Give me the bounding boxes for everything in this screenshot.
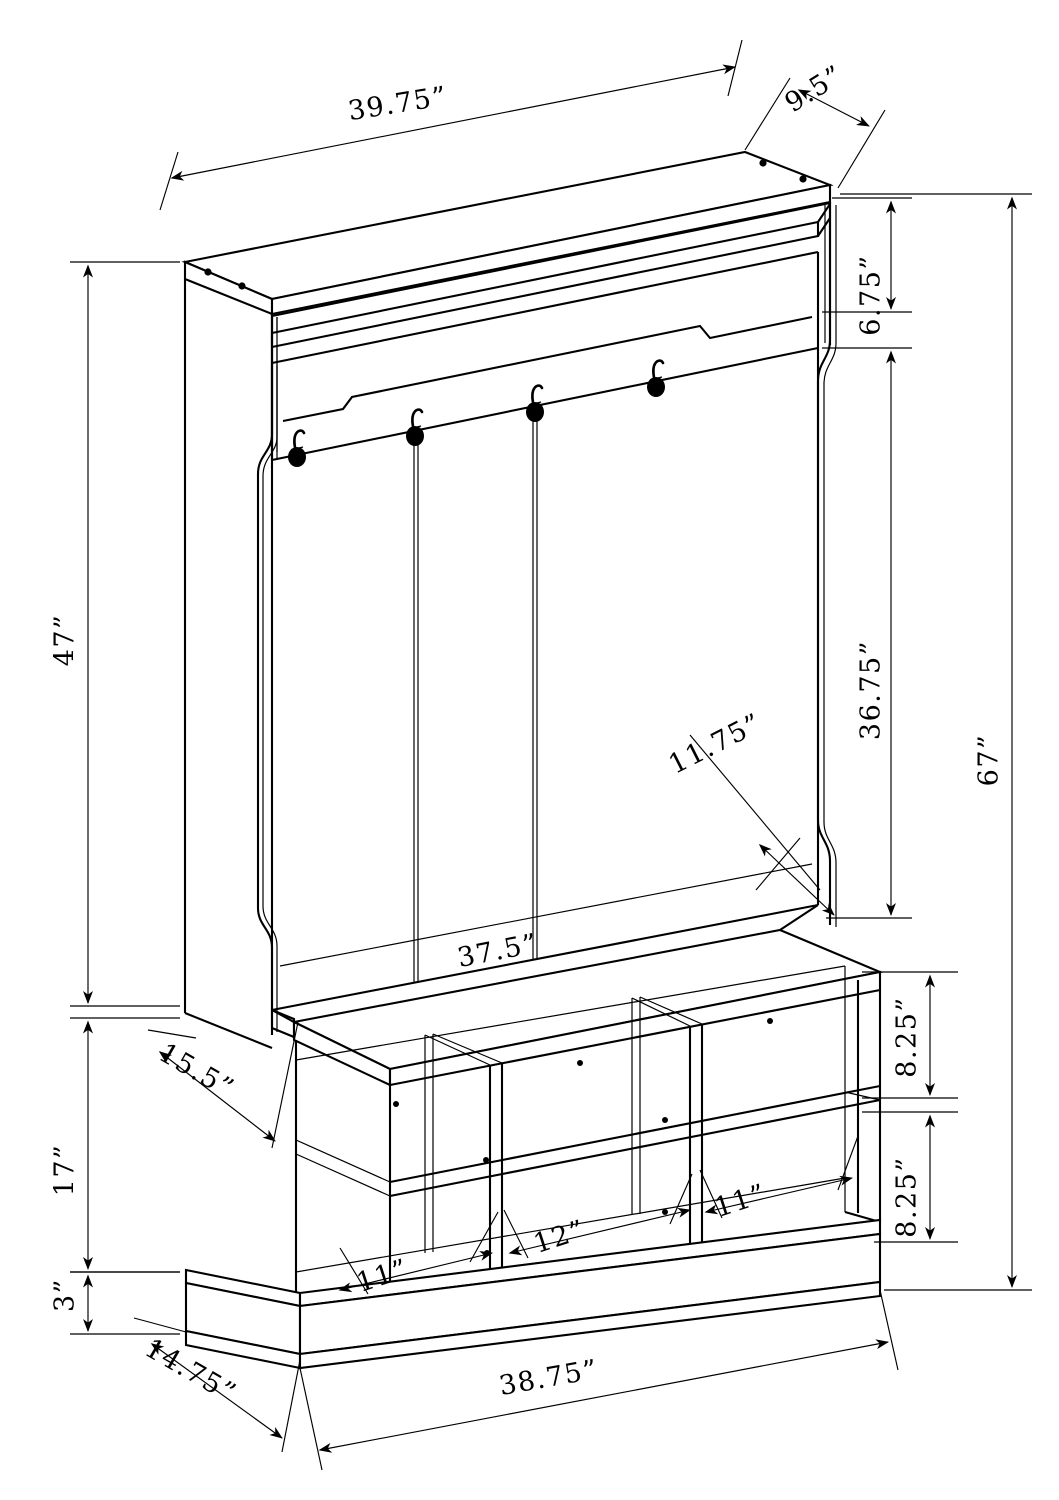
dimension-label-cubby-right: 11”: [711, 1178, 771, 1224]
screw-dot: [759, 159, 767, 167]
screw-dot: [767, 1018, 773, 1024]
dim-cubby-left-width: [338, 1211, 499, 1295]
dimension-label-upper-height: 36.75”: [856, 640, 887, 740]
bench-seat: [271, 904, 884, 1087]
dim-top-shelf-width: [159, 39, 743, 211]
dim-cubby-upper-height: [862, 971, 958, 1099]
screw-dot: [393, 1101, 399, 1107]
screw-dot: [204, 268, 212, 276]
coat-hook-2: [406, 408, 424, 446]
dimension-label-base-width: 38.75”: [497, 1354, 601, 1402]
dim-shelf-gap: [822, 197, 912, 313]
dimension-label-top-width: 39.75”: [346, 81, 450, 127]
dimension-label-seat-overhang: 11.75”: [664, 708, 767, 781]
furniture-body: [181, 150, 884, 1370]
dimension-label-bench-depth: 15.5”: [153, 1037, 239, 1105]
dim-top-shelf-depth: [744, 77, 886, 189]
screw-dot: [577, 1060, 583, 1066]
dimension-label-overall-height: 67”: [974, 734, 1005, 787]
dimension-label-bench-height: 17”: [50, 1144, 81, 1197]
dim-cubby-lower-height: [862, 1111, 958, 1243]
dim-cubby-center-width: [503, 1173, 693, 1259]
screw-dot: [662, 1209, 668, 1215]
screw-dot: [662, 1117, 668, 1123]
coat-hook-1: [288, 429, 306, 467]
coat-hook-3: [526, 384, 544, 422]
dim-upper-section-height: [822, 347, 912, 919]
dimension-label-plinth-height: 3”: [50, 1278, 81, 1312]
dim-cubby-right-width: [699, 1135, 859, 1219]
dim-bench-depth: [147, 1021, 299, 1149]
coat-hook-4: [647, 359, 665, 397]
dimension-label-post-height: 47”: [50, 614, 81, 667]
dim-base-width: [299, 1289, 899, 1471]
dimension-label-cubby-top-right: 8.25”: [892, 996, 923, 1077]
dim-base-depth: [133, 1317, 301, 1453]
dim-overall-height: [840, 193, 1032, 1291]
dim-bench-overhang: [689, 734, 835, 916]
dimension-annotations: [70, 39, 1032, 1471]
left-side-post: [183, 279, 278, 1049]
hook-rail: [270, 250, 820, 462]
screw-dot: [799, 175, 807, 183]
back-panel: [270, 348, 820, 1039]
screw-dot: [483, 1157, 489, 1163]
dimension-label-cubby-bot-right: 8.25”: [892, 1156, 923, 1237]
right-side-post: [816, 202, 837, 927]
dim-post-height: [70, 261, 180, 1007]
screw-dot: [238, 282, 246, 290]
dimension-label-shelf-gap: 6.75”: [856, 254, 887, 335]
dim-base-plinth-height: [70, 1271, 180, 1335]
dimension-label-cubby-center: 12”: [530, 1214, 590, 1260]
